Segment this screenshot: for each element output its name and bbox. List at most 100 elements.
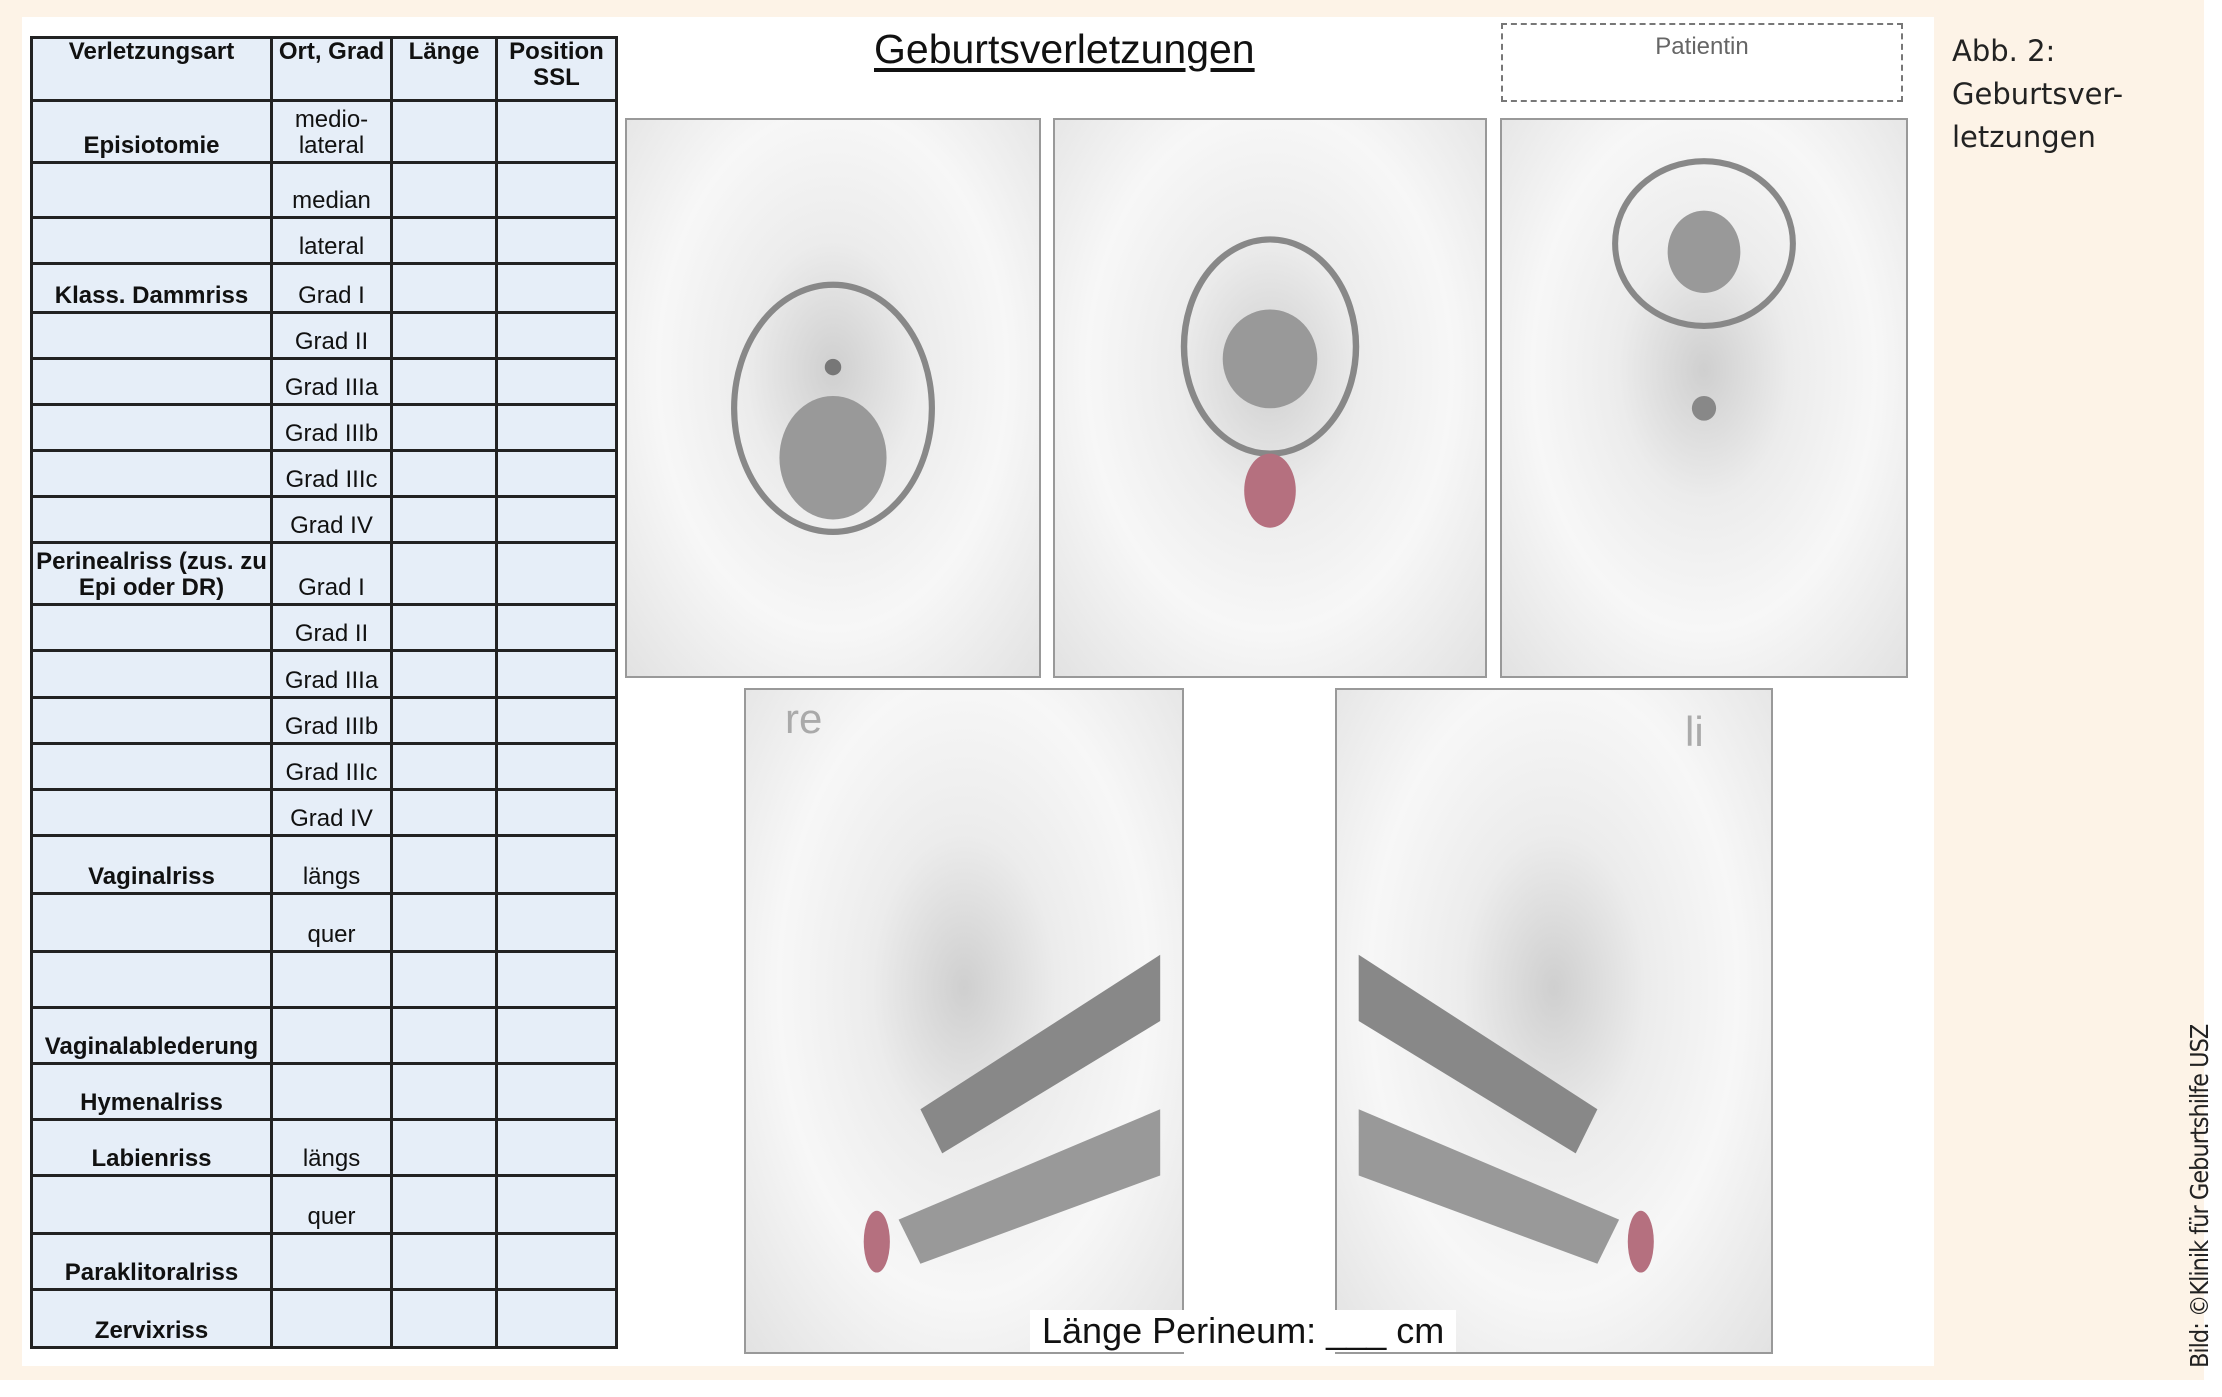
cell-ort-grad: Grad IIIc — [270, 742, 393, 791]
cell-laenge[interactable] — [390, 311, 498, 360]
table-row: Grad IIIc — [30, 449, 618, 498]
cell-ort-grad — [270, 1232, 393, 1291]
header-verletzungsart: Verletzungsart — [30, 36, 273, 102]
cell-position-ssl[interactable] — [495, 1232, 618, 1291]
cell-laenge[interactable] — [390, 99, 498, 164]
cell-ort-grad: median — [270, 161, 393, 219]
cell-ort-grad — [270, 1006, 393, 1065]
cell-laenge[interactable] — [390, 1174, 498, 1235]
table-row: Grad IIIa — [30, 649, 618, 699]
cell-laenge[interactable] — [390, 1062, 498, 1121]
caption-line: letzungen — [1952, 120, 2096, 154]
caption-line: Abb. 2: — [1952, 34, 2056, 68]
label-left: li — [1685, 708, 1704, 755]
cell-ort-grad: Grad IIIa — [270, 649, 393, 699]
cell-position-ssl[interactable] — [495, 403, 618, 452]
cell-laenge[interactable] — [390, 696, 498, 745]
cell-ort-grad — [270, 1062, 393, 1121]
cell-laenge[interactable] — [390, 449, 498, 498]
cell-laenge[interactable] — [390, 950, 498, 1009]
cell-verletzungsart: Perinealriss (zus. zu Epi oder DR) — [30, 541, 273, 606]
cell-position-ssl[interactable] — [495, 1062, 618, 1121]
cell-verletzungsart — [30, 161, 273, 219]
cell-laenge[interactable] — [390, 788, 498, 837]
cell-position-ssl[interactable] — [495, 696, 618, 745]
table-row: Grad IV — [30, 495, 618, 544]
table-row: Grad IIIc — [30, 742, 618, 791]
table-row: quer — [30, 892, 618, 953]
cell-position-ssl[interactable] — [495, 892, 618, 953]
cell-laenge[interactable] — [390, 541, 498, 606]
cell-ort-grad: Grad IIIa — [270, 357, 393, 406]
cell-position-ssl[interactable] — [495, 357, 618, 406]
cell-laenge[interactable] — [390, 403, 498, 452]
cell-laenge[interactable] — [390, 1006, 498, 1065]
cell-position-ssl[interactable] — [495, 834, 618, 895]
cell-position-ssl[interactable] — [495, 161, 618, 219]
cell-position-ssl[interactable] — [495, 950, 618, 1009]
cell-position-ssl[interactable] — [495, 495, 618, 544]
header-position-ssl: Position SSL — [495, 36, 618, 102]
illustration-perineum-1 — [625, 118, 1041, 678]
cell-verletzungsart — [30, 892, 273, 953]
cell-ort-grad: Grad IV — [270, 495, 393, 544]
cell-verletzungsart — [30, 649, 273, 699]
cell-laenge[interactable] — [390, 1118, 498, 1177]
cell-ort-grad: lateral — [270, 216, 393, 265]
cell-verletzungsart: Klass. Dammriss — [30, 262, 273, 314]
cell-laenge[interactable] — [390, 216, 498, 265]
illustration-perineum-3 — [1500, 118, 1908, 678]
cell-position-ssl[interactable] — [495, 788, 618, 837]
cell-verletzungsart: Paraklitoralriss — [30, 1232, 273, 1291]
figure-caption: Abb. 2: Geburtsver- letzungen — [1952, 30, 2123, 159]
cell-ort-grad: Grad IV — [270, 788, 393, 837]
cell-ort-grad: längs — [270, 1118, 393, 1177]
form-title: Geburtsverletzungen — [874, 26, 1255, 72]
cell-verletzungsart — [30, 357, 273, 406]
cell-position-ssl[interactable] — [495, 262, 618, 314]
cell-position-ssl[interactable] — [495, 1288, 618, 1349]
cell-laenge[interactable] — [390, 892, 498, 953]
cell-verletzungsart: Episiotomie — [30, 99, 273, 164]
cell-position-ssl[interactable] — [495, 603, 618, 652]
cell-verletzungsart — [30, 1174, 273, 1235]
cell-verletzungsart: Labienriss — [30, 1118, 273, 1177]
table-row: median — [30, 161, 618, 219]
cell-laenge[interactable] — [390, 495, 498, 544]
cell-position-ssl[interactable] — [495, 449, 618, 498]
table-row: lateral — [30, 216, 618, 265]
cell-position-ssl[interactable] — [495, 742, 618, 791]
table-row: Grad II — [30, 603, 618, 652]
header-laenge: Länge — [390, 36, 498, 102]
cell-laenge[interactable] — [390, 1288, 498, 1349]
cell-laenge[interactable] — [390, 834, 498, 895]
cell-position-ssl[interactable] — [495, 1006, 618, 1065]
cell-laenge[interactable] — [390, 161, 498, 219]
cell-position-ssl[interactable] — [495, 99, 618, 164]
illustration-perineum-2 — [1053, 118, 1487, 678]
cell-laenge[interactable] — [390, 649, 498, 699]
table-row: Grad II — [30, 311, 618, 360]
table-row: Grad IV — [30, 788, 618, 837]
cell-laenge[interactable] — [390, 1232, 498, 1291]
patient-field[interactable]: Patientin — [1501, 23, 1903, 102]
cell-verletzungsart — [30, 216, 273, 265]
injury-table: Verletzungsart Ort, Grad Länge Position … — [30, 36, 618, 1349]
perineum-length-field[interactable]: Länge Perineum: ___ cm — [1030, 1310, 1457, 1352]
cell-laenge[interactable] — [390, 742, 498, 791]
cell-position-ssl[interactable] — [495, 311, 618, 360]
cell-position-ssl[interactable] — [495, 1174, 618, 1235]
cell-laenge[interactable] — [390, 603, 498, 652]
cell-position-ssl[interactable] — [495, 216, 618, 265]
cell-laenge[interactable] — [390, 262, 498, 314]
cell-laenge[interactable] — [390, 357, 498, 406]
cell-ort-grad — [270, 950, 393, 1009]
cell-verletzungsart — [30, 311, 273, 360]
cell-verletzungsart — [30, 742, 273, 791]
cell-position-ssl[interactable] — [495, 649, 618, 699]
cell-position-ssl[interactable] — [495, 541, 618, 606]
cell-ort-grad: Grad IIIb — [270, 696, 393, 745]
cell-position-ssl[interactable] — [495, 1118, 618, 1177]
table-row: Vaginalablederung — [30, 1006, 618, 1065]
